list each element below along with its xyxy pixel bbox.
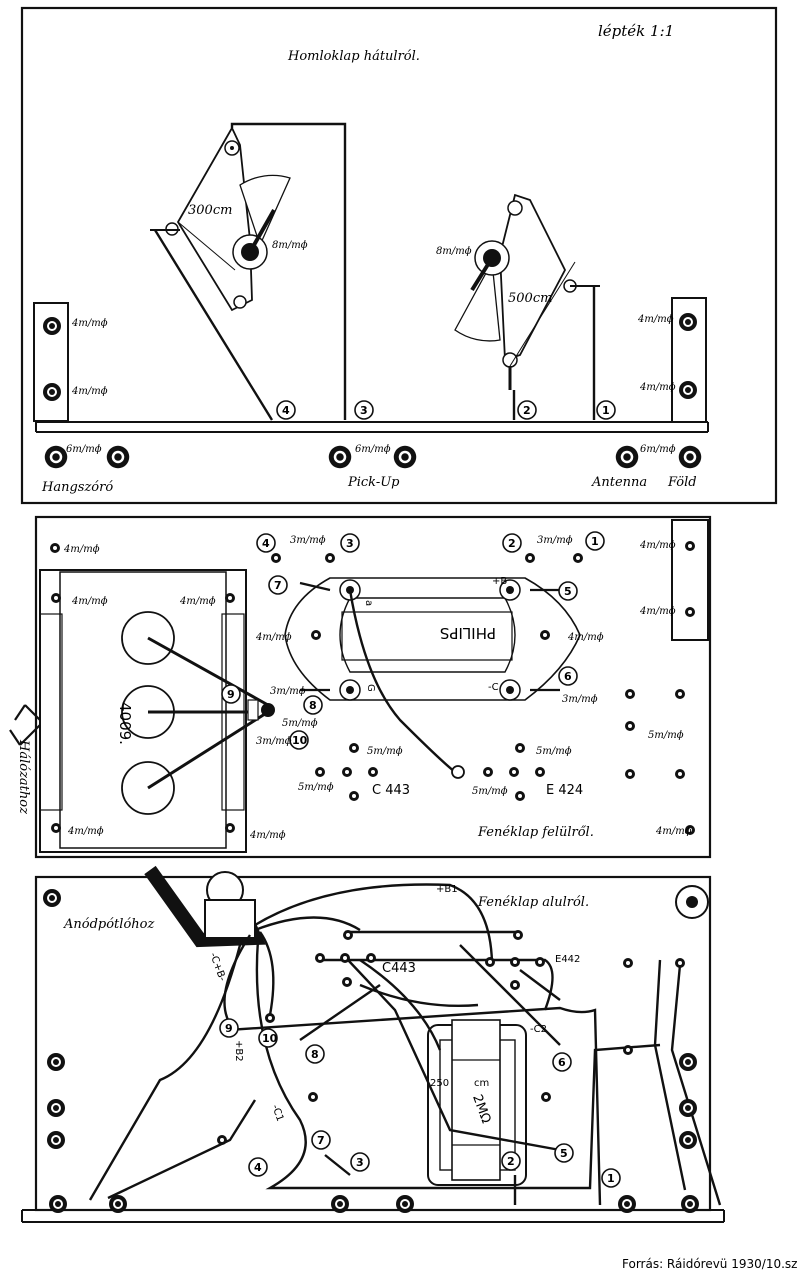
anode-label: Anódpótlóhoz [63,917,154,932]
panel3-title: Fenéklap alulról. [477,895,589,910]
scale-label: lépték 1:1 [598,22,674,40]
terminal-label: 6 [564,670,572,683]
capacitor-right-label: 500cm [508,291,552,306]
terminal-label: 4 [262,537,270,550]
source-credit: Forrás: Ráidórevü 1930/10.sz [622,1257,797,1271]
hole-label: 3m/mϕ [270,686,306,697]
hole-label: 5m/mϕ [536,746,572,757]
hole-label: 3m/mϕ [290,535,326,546]
terminal-label: 2 [508,537,516,550]
terminal-label: 8 [311,1048,319,1061]
hole-label: 5m/mϕ [472,786,508,797]
terminal-label: 10 [292,734,308,747]
terminal-label: 4 [282,404,290,417]
capacitor-left-label: 300cm [188,203,232,218]
panel-base-top-view [9,515,712,859]
hole-label: 4m/mϕ [639,606,676,617]
hole-label: 4m/mϕ [63,544,100,555]
terminal-label: 3 [346,537,354,550]
terminal-label: 9 [225,1022,233,1035]
hole-label: 4m/mϕ [71,318,108,329]
terminal-label: 9 [227,688,235,701]
terminal-label: 7 [317,1134,325,1147]
hole-label: 6m/mϕ [355,444,391,455]
ground-label: Föld [667,475,697,490]
block-number: 4009. [116,702,134,745]
terminal-label: 7 [274,579,282,592]
terminal-label: 1 [602,404,610,417]
resistor-unit-label: cm [474,1078,489,1089]
hole-label: 4m/mϕ [637,314,674,325]
hole-label: 5m/mϕ [282,718,318,729]
antenna-label: Antenna [591,475,647,490]
terminal-label: 6 [558,1056,566,1069]
hole-label: 4m/mϕ [179,596,216,607]
hole-label: 4m/mϕ [255,632,292,643]
hole-label: 5m/mϕ [367,746,403,757]
terminal-label: 8 [309,699,317,712]
pin-label: -C [488,682,499,693]
tube-c443-label: C 443 [372,783,410,798]
bias-label: -C+B- [207,951,228,983]
c1-label: -C1 [269,1103,285,1123]
tube-c443-label: C443 [382,961,416,976]
hole-label: 5m/mϕ [648,730,684,741]
terminal-label: 10 [262,1032,278,1045]
terminal-label: 5 [560,1147,568,1160]
terminal-label: 2 [523,404,531,417]
tube-e424-label: E 424 [546,783,583,798]
hole-label: 5m/mϕ [298,782,334,793]
speaker-label: Hangszóró [41,480,113,495]
panel-front-rear-view [20,6,778,505]
tube-e442-label: E442 [555,954,580,965]
pickup-label: Pick-Up [347,475,400,490]
b2-label: +B2 [233,1040,244,1062]
terminal-label: 1 [607,1172,615,1185]
hole-label: 4m/mϕ [71,386,108,397]
hole-label: 3m/mϕ [562,694,598,705]
terminal-label: 1 [591,535,599,548]
philips-brand: PHILIPS [440,624,496,642]
resistor-top-label: 250 [430,1078,449,1089]
mains-label: Hálózathoz [16,739,31,814]
hole-label: 8m/mϕ [272,240,308,251]
panel2-title: Fenéklap felülről. [477,825,594,840]
hole-label: 4m/mϕ [655,826,692,837]
pin-label: G [365,684,376,692]
b1-label: +B1 [436,884,458,895]
hole-label: 4m/mϕ [567,632,604,643]
hole-label: 4m/mϕ [249,830,286,841]
c2-label: -C2 [530,1024,547,1035]
panel-base-bottom-view [21,865,725,1223]
terminal-label: 5 [564,585,572,598]
hole-label: 4m/mϕ [71,596,108,607]
hole-label: 8m/mϕ [436,246,472,257]
hole-label: 4m/mϕ [639,382,676,393]
hole-label: 3m/mϕ [256,736,292,747]
pin-label: +B [492,576,507,587]
pin-label: a [363,600,374,606]
hole-label: 4m/mϕ [67,826,104,837]
panel1-title: Homloklap hátulról. [287,49,420,64]
hole-label: 6m/mϕ [640,444,676,455]
hole-label: 6m/mϕ [66,444,102,455]
hole-label: 3m/mϕ [537,535,573,546]
hole-label: 4m/mϕ [639,540,676,551]
terminal-label: 3 [360,404,368,417]
terminal-label: 4 [254,1161,262,1174]
terminal-label: 2 [507,1155,515,1168]
terminal-label: 3 [356,1156,364,1169]
